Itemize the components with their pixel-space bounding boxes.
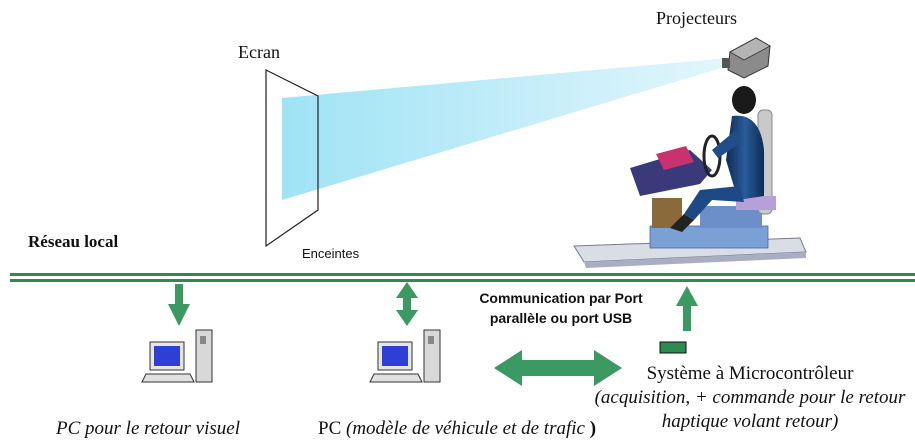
label-pc-retour-visuel: PC pour le retour visuel [56,418,240,439]
arrow-from-microcontroller [676,286,698,331]
local-network-line [10,273,915,282]
projection-beam [282,58,728,200]
label-projecteurs: Projecteurs [656,8,737,28]
arrow-to-pc-visuel [168,284,190,326]
label-reseau-local: Réseau local [28,232,119,251]
pc-modele-close: ) [589,418,597,439]
arrow-bidirectional-pc-modele [396,282,418,326]
driving-simulator-illustration [573,86,807,268]
microcontroller-box [659,341,687,354]
pc-prefix: PC [318,418,342,439]
microcontroleur-detail: (acquisition, + commande pour le retour … [594,387,906,432]
label-ecran: Ecran [238,42,280,62]
projector-icon [722,37,771,79]
label-enceintes: Enceintes [302,246,360,261]
label-microcontroleur: Système à Microcontrôleur (acquisition, +… [590,362,910,434]
pc-modele-detail: (modèle de véhicule et de trafic [346,418,585,439]
screen [265,69,319,248]
pc-visuel-icon [141,329,213,383]
microcontroleur-title: Système à Microcontrôleur [646,363,854,384]
label-communication: Communication par Port parallèle ou port… [479,290,643,326]
pc-modele-icon [369,329,441,383]
label-pc-modele: PC (modèle de véhicule et de trafic ) [318,418,596,440]
horizontal-double-arrow [494,350,622,386]
